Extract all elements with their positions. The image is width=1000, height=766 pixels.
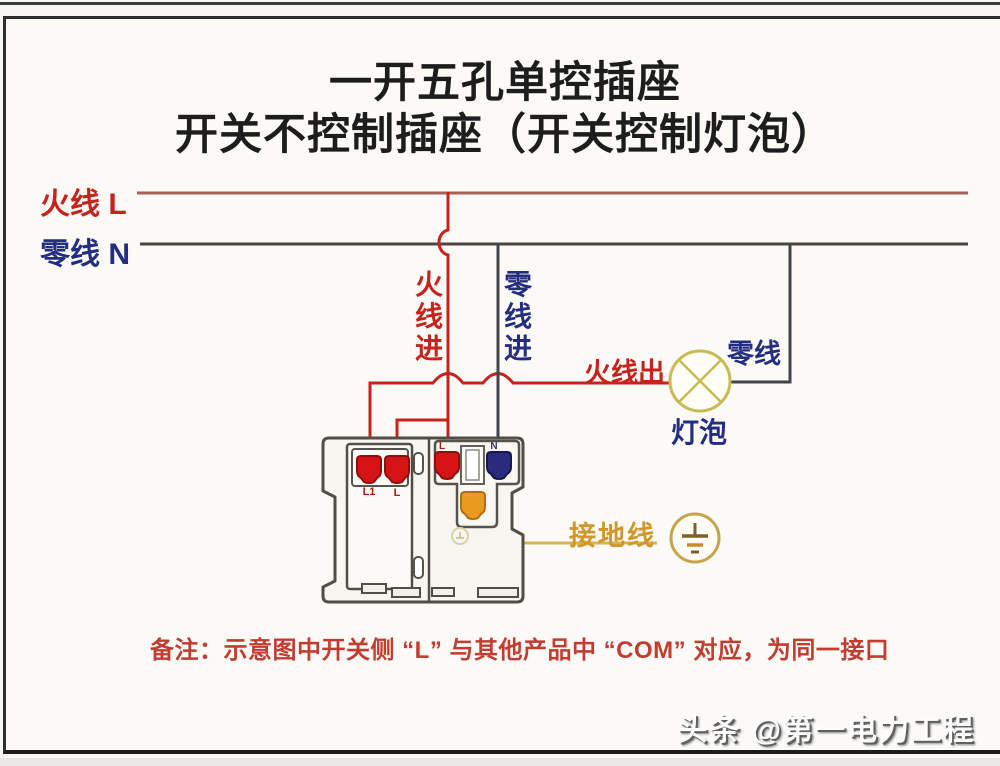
socket-switch-device bbox=[321, 436, 525, 604]
watermark: 头条 @第一电力工程 bbox=[677, 714, 975, 747]
mount-slot-top bbox=[413, 452, 424, 475]
page-title-line1: 一开五孔单控插座 bbox=[329, 59, 681, 107]
ground-wire-label: 接地线 bbox=[569, 521, 656, 551]
live-out-wire bbox=[368, 372, 669, 454]
live-in-wire bbox=[437, 192, 450, 454]
live-bus-label: 火线 L bbox=[40, 188, 127, 221]
neutral-in-label: 零线进 bbox=[503, 269, 532, 364]
terminal-label-socket-n: N bbox=[490, 441, 498, 452]
lamp-label: 灯泡 bbox=[671, 417, 728, 448]
switch-l1-terminal bbox=[356, 455, 382, 485]
mount-slot-bottom bbox=[413, 556, 424, 579]
socket-ground-terminal bbox=[460, 491, 486, 521]
socket-center-slot-inner bbox=[465, 449, 480, 481]
terminal-label-l: L bbox=[393, 487, 401, 499]
diagram-frame bbox=[3, 16, 1000, 754]
switch-bottom-tab bbox=[361, 583, 387, 594]
ground-mark-faint bbox=[451, 527, 469, 545]
top-rule bbox=[0, 2, 1000, 5]
bottom-tab-1 bbox=[391, 587, 421, 598]
footnote: 备注：示意图中开关侧 “L” 与其他产品中 “COM” 对应，为同一接口 bbox=[150, 637, 890, 664]
live-out-label: 火线出 bbox=[584, 358, 665, 388]
switch-l-terminal bbox=[384, 455, 410, 485]
live-in-label: 火线进 bbox=[414, 269, 443, 364]
bottom-tab-3 bbox=[477, 587, 519, 598]
bottom-strip bbox=[0, 758, 1000, 766]
lamp-neutral-wire bbox=[731, 244, 792, 384]
socket-neutral-terminal bbox=[486, 451, 512, 481]
terminal-label-socket-l: L bbox=[438, 441, 446, 452]
socket-live-terminal bbox=[434, 451, 460, 481]
bottom-tab-2 bbox=[431, 587, 455, 597]
neutral-bus-label: 零线 N bbox=[40, 238, 130, 271]
page-title-line2: 开关不控制插座（开关控制灯泡） bbox=[175, 111, 835, 159]
terminal-label-l1: L1 bbox=[362, 486, 376, 498]
lamp-icon bbox=[668, 349, 732, 413]
ground-icon bbox=[669, 512, 721, 564]
lamp-neutral-label: 零线 bbox=[727, 339, 781, 369]
